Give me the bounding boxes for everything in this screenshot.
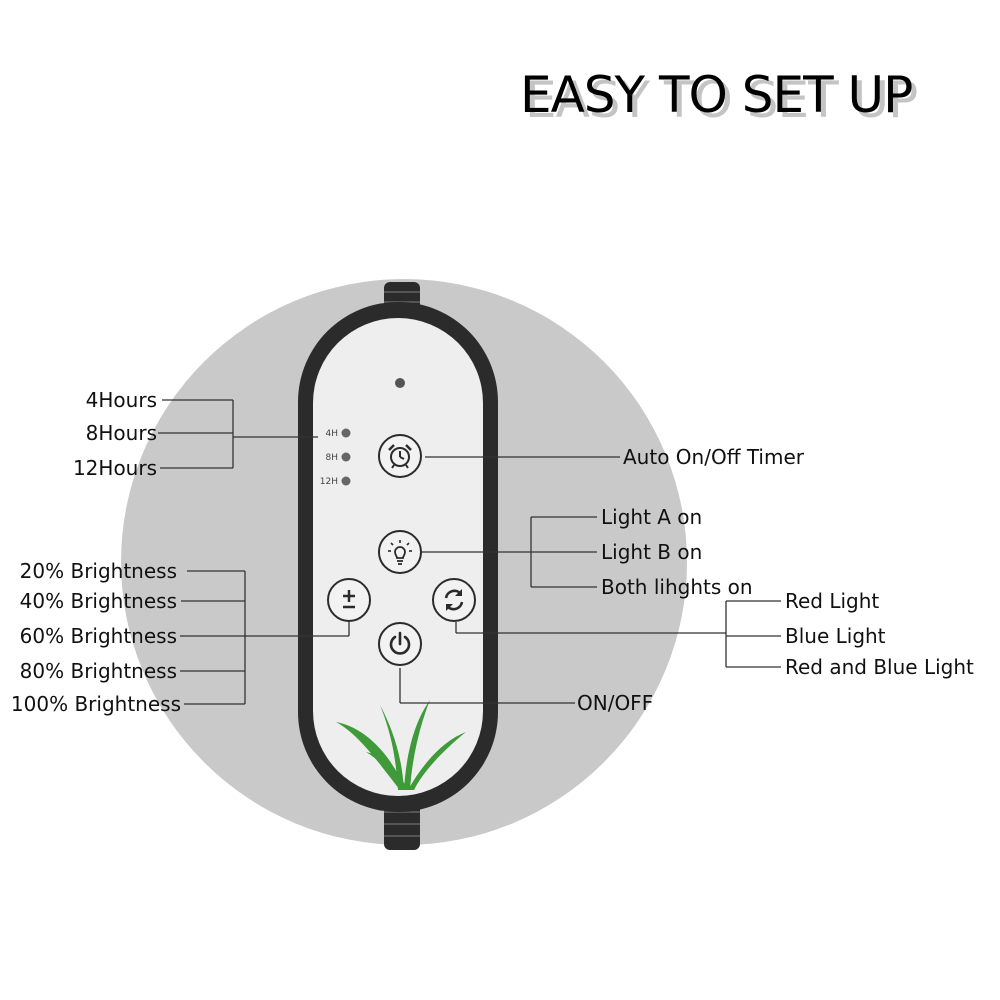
brightness-label-100: 100% Brightness (10, 692, 181, 716)
light-bulb-icon (388, 540, 412, 565)
leader-lines (158, 399, 781, 705)
plus-minus-icon (343, 590, 355, 609)
power-label: ON/OFF (577, 691, 654, 715)
color-mode-button[interactable] (432, 578, 476, 622)
light-mode-label-a: Light A on (601, 505, 703, 529)
indicator-dot-8h (341, 452, 351, 462)
indicator-label-12h: 12H (319, 477, 338, 487)
hours-label-12: 12Hours (72, 456, 157, 480)
indicator-label-4h: 4H (325, 429, 339, 439)
brightness-label-40: 40% Brightness (19, 589, 177, 613)
cycle-arrows-icon (444, 589, 464, 611)
plant-icon (336, 700, 466, 790)
color-label-red: Red Light (785, 589, 880, 613)
power-button[interactable] (378, 622, 422, 666)
brightness-button[interactable] (327, 578, 371, 622)
light-mode-label-b: Light B on (601, 540, 703, 564)
light-mode-button[interactable] (378, 530, 422, 574)
alarm-clock-icon (388, 444, 412, 469)
timer-button[interactable] (378, 434, 422, 478)
hours-label-8: 8Hours (85, 421, 157, 445)
power-icon (389, 631, 411, 655)
color-label-red-blue: Red and Blue Light (785, 655, 974, 679)
indicator-label-8h: 8H (325, 453, 339, 463)
brightness-label-20: 20% Brightness (19, 559, 177, 583)
timer-label: Auto On/Off Timer (623, 445, 804, 469)
page-title: EASY TO SET UP (520, 66, 913, 124)
color-label-blue: Blue Light (785, 624, 886, 648)
status-led (395, 378, 405, 388)
hours-label-4: 4Hours (85, 388, 157, 412)
brightness-label-60: 60% Brightness (19, 624, 177, 648)
indicator-dot-12h (341, 476, 351, 486)
brightness-label-80: 80% Brightness (19, 659, 177, 683)
indicator-dot-4h (341, 428, 351, 438)
light-mode-label-both: Both lihghts on (601, 575, 753, 599)
